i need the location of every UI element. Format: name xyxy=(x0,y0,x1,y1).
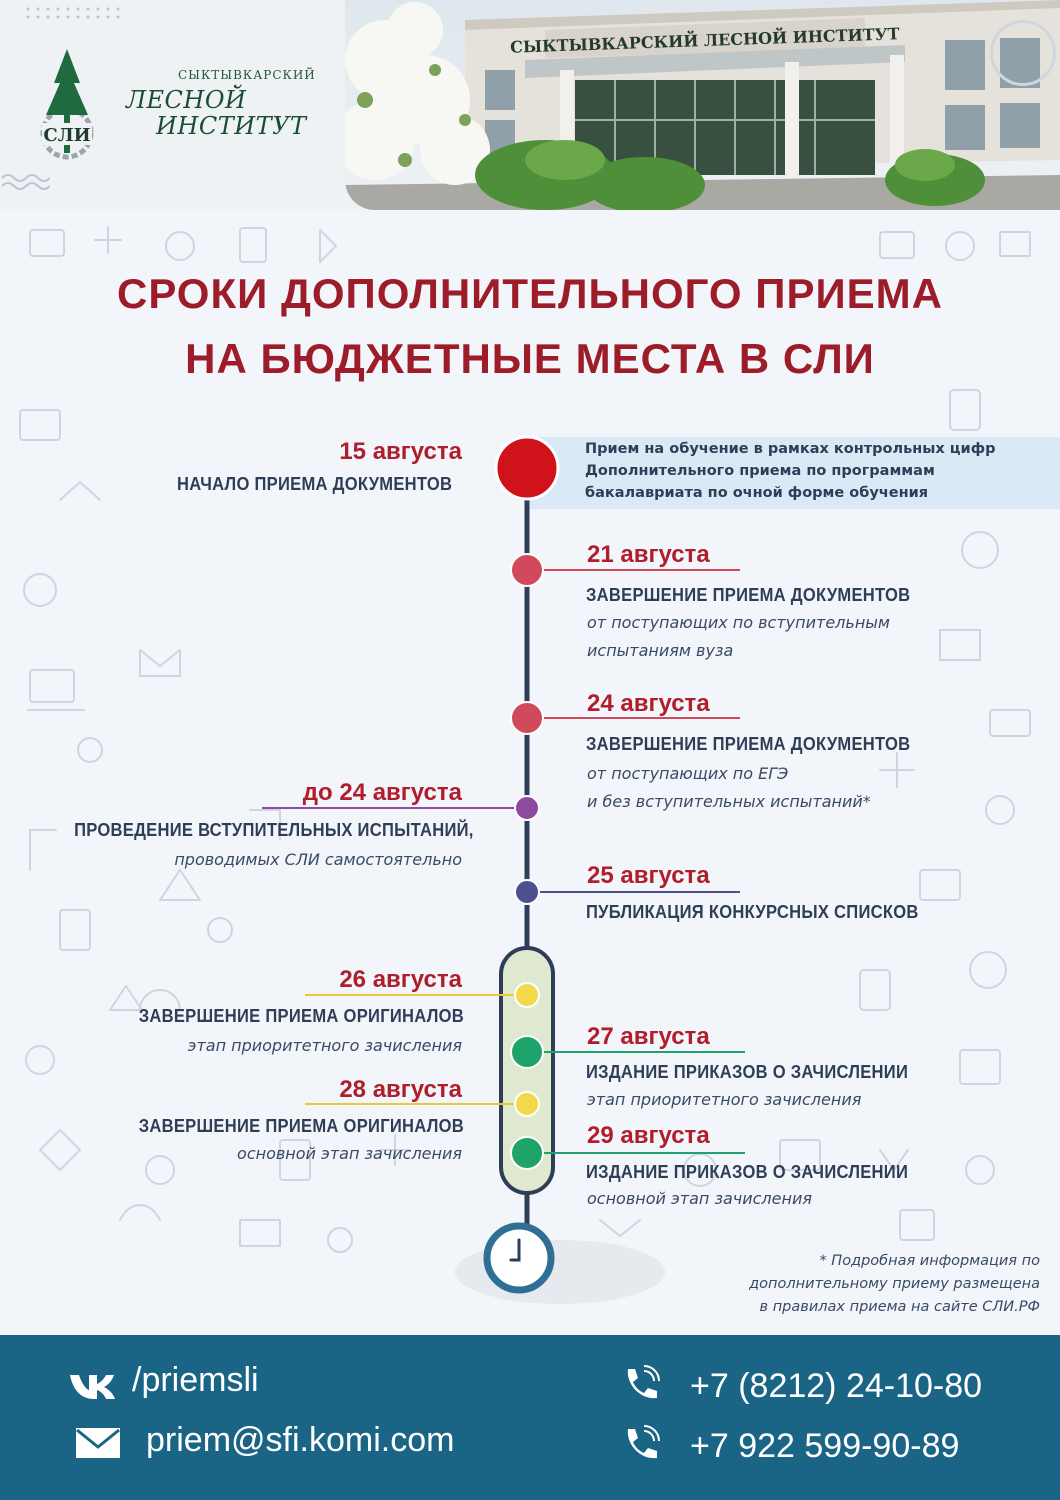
event-7-subtext-1: этап приоритетного зачисления xyxy=(587,1090,862,1109)
event-9-heading: ИЗДАНИЕ ПРИКАЗОВ О ЗАЧИСЛЕНИИ xyxy=(586,1162,909,1182)
event-4-heading: ПРОВЕДЕНИЕ ВСТУПИТЕЛЬНЫХ ИСПЫТАНИЙ, xyxy=(74,820,474,840)
footer-contacts: /priemsli priem@sfi.komi.com +7 (8212) 2… xyxy=(0,1335,1060,1500)
event-2-subtext-2: испытаниям вуза xyxy=(587,641,734,660)
event-3-heading: ЗАВЕРШЕНИЕ ПРИЕМА ДОКУМЕНТОВ xyxy=(586,734,911,754)
email-link[interactable]: priem@sfi.komi.com xyxy=(146,1421,455,1459)
event-3-date: 24 августа xyxy=(587,690,710,717)
background-pattern xyxy=(19,226,1031,1253)
vk-link[interactable]: /priemsli xyxy=(132,1361,259,1399)
event-1-date: 15 августа xyxy=(339,438,462,465)
event-3-subtext-2: и без вступительных испытаний* xyxy=(587,792,871,811)
info-line-1: Прием на обучение в рамках контрольных ц… xyxy=(585,441,996,457)
page-title-line-1: СРОКИ ДОПОЛНИТЕЛЬНОГО ПРИЕМА xyxy=(117,270,943,317)
logo-line-2: ЛЕСНОЙ xyxy=(126,86,247,114)
event-4-date: до 24 августа xyxy=(302,779,462,806)
footnote-line-3: в правилах приема на сайте СЛИ.РФ xyxy=(759,1299,1040,1315)
page-title-line-2: НА БЮДЖЕТНЫЕ МЕСТА В СЛИ xyxy=(185,335,875,382)
logo-emblem: СЛИ xyxy=(40,49,94,160)
event-8-date: 28 августа xyxy=(339,1076,462,1103)
info-box xyxy=(528,437,1060,509)
decorative-dots xyxy=(26,7,120,19)
event-6-subtext-1: этап приоритетного зачисления xyxy=(187,1036,462,1055)
event-4-subtext-1: проводимых СЛИ самостоятельно xyxy=(174,850,462,869)
footnote-line-1: * Подробная информация по xyxy=(819,1253,1040,1269)
event-9-subtext-1: основной этап зачисления xyxy=(587,1189,812,1208)
event-2-subtext-1: от поступающих по вступительным xyxy=(587,613,890,632)
event-7-date: 27 августа xyxy=(587,1023,710,1050)
event-5-date: 25 августа xyxy=(587,862,710,889)
event-8-heading: ЗАВЕРШЕНИЕ ПРИЕМА ОРИГИНАЛОВ xyxy=(138,1116,464,1136)
building-photo: СЫКТЫВКАРСКИЙ ЛЕСНОЙ ИНСТИТУТ xyxy=(345,0,1060,210)
event-3-subtext-1: от поступающих по ЕГЭ xyxy=(587,764,789,783)
email-icon xyxy=(76,1428,120,1458)
phone-icon xyxy=(627,1365,660,1399)
logo-line-3: ИНСТИТУТ xyxy=(156,112,307,140)
event-8-subtext-1: основной этап зачисления xyxy=(237,1144,462,1163)
event-6-date: 26 августа xyxy=(339,966,462,993)
event-7-heading: ИЗДАНИЕ ПРИКАЗОВ О ЗАЧИСЛЕНИИ xyxy=(586,1062,909,1082)
phone-2-link[interactable]: +7 922 599-90-89 xyxy=(690,1427,960,1465)
decorative-ring xyxy=(990,20,1056,86)
decorative-wave xyxy=(1,174,50,190)
logo-emblem-text: СЛИ xyxy=(43,125,90,146)
info-line-2: Дополнительного приема по программам xyxy=(585,463,935,479)
event-6-heading: ЗАВЕРШЕНИЕ ПРИЕМА ОРИГИНАЛОВ xyxy=(138,1006,464,1026)
phone-1-link[interactable]: +7 (8212) 24-10-80 xyxy=(690,1367,983,1405)
event-9-date: 29 августа xyxy=(587,1122,710,1149)
event-5-heading: ПУБЛИКАЦИЯ КОНКУРСНЫХ СПИСКОВ xyxy=(586,902,919,922)
event-2-date: 21 августа xyxy=(587,541,710,568)
info-line-3: бакалавриата по очной форме обучения xyxy=(585,485,929,501)
footnote-line-2: дополнительному приему размещена xyxy=(749,1276,1040,1292)
event-2-heading: ЗАВЕРШЕНИЕ ПРИЕМА ДОКУМЕНТОВ xyxy=(586,585,911,605)
phone-icon-2 xyxy=(627,1425,660,1459)
vk-icon xyxy=(70,1375,115,1399)
logo-line-1: СЫКТЫВКАРСКИЙ xyxy=(178,68,316,82)
event-1-heading: НАЧАЛО ПРИЕМА ДОКУМЕНТОВ xyxy=(177,474,453,494)
header: СЛИ СЫКТЫВКАРСКИЙ ЛЕСНОЙ ИНСТИТУТ СЫКТЫВ… xyxy=(0,0,1060,210)
